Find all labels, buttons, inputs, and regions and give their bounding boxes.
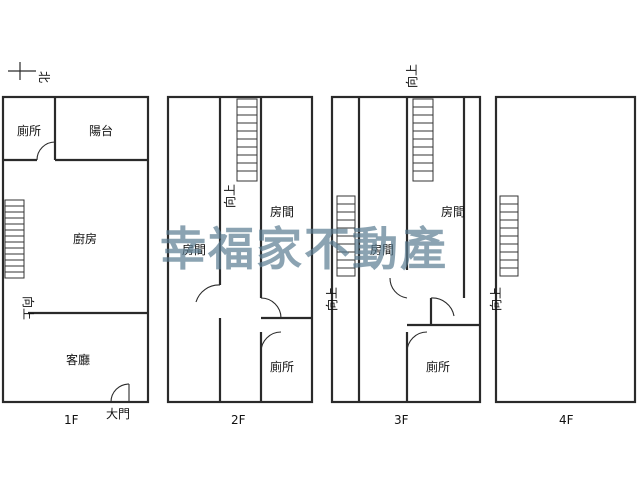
door-icon (195, 284, 221, 303)
staircase-icon (4, 199, 25, 279)
stair-note: 向上 (222, 184, 237, 208)
north-arrow-icon: 北 (8, 62, 51, 83)
entrance-label: 大門 (106, 407, 130, 421)
floor-2f: 向上 房間 房間 廁所 2F (166, 95, 314, 427)
door-icon (389, 277, 408, 299)
stair-note: 向上 (488, 287, 503, 311)
room-label-toilet: 廁所 (270, 359, 294, 374)
toilet-door-icon (406, 331, 428, 353)
floor-4f: 向上 4F (488, 95, 637, 427)
floor-1f: 向上 廁所 陽台 廚房 客廳 大門 1F (1, 95, 150, 427)
room-label-kitchen: 廚房 (73, 231, 97, 246)
room-label-right: 房間 (441, 204, 465, 219)
floor-3f: 向上 向上 房間 房間 廁所 3F (324, 64, 482, 427)
entrance-door-icon (110, 383, 130, 403)
floor-label-2f: 2F (231, 413, 246, 427)
room-label-right: 房間 (270, 204, 294, 219)
stair-note: 向上 (21, 296, 36, 320)
door-icon (260, 297, 282, 319)
room-label-living: 客廳 (66, 352, 90, 367)
toilet-door-icon (260, 331, 282, 353)
staircase-icon (412, 98, 434, 182)
north-label: 北 (37, 71, 51, 83)
staircase-icon (336, 195, 356, 277)
floor-label-4f: 4F (559, 413, 574, 427)
toilet-door-icon (36, 141, 56, 161)
watermark: 幸福家不動產 (160, 222, 448, 276)
room-label-balcony: 陽台 (89, 123, 113, 138)
room-label-left: 房間 (182, 242, 206, 257)
room-label-toilet: 廁所 (17, 123, 41, 138)
room-label-toilet: 廁所 (426, 359, 450, 374)
floor-label-3f: 3F (394, 413, 409, 427)
room-label-left: 房間 (370, 242, 394, 257)
staircase-icon (499, 195, 519, 277)
staircase-icon (236, 98, 258, 182)
stair-note-left: 向上 (324, 287, 339, 311)
door-icon (430, 297, 455, 317)
floor-label-1f: 1F (64, 413, 79, 427)
stair-note-right: 向上 (404, 64, 419, 88)
